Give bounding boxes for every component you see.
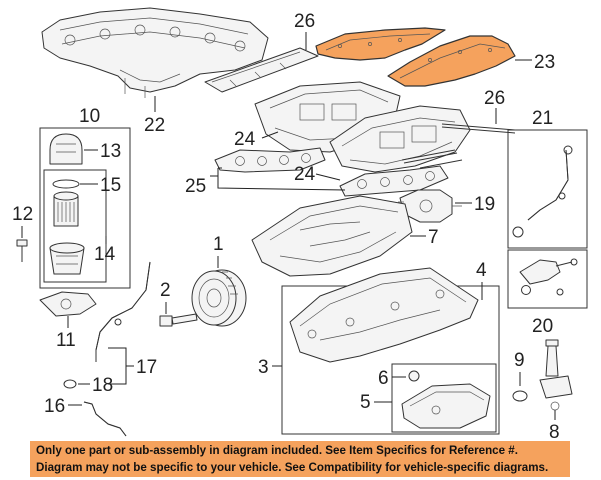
callout-23: 23 [534,52,555,73]
callout-9: 9 [514,350,525,371]
part-9-o-ring [512,390,528,402]
part-22-intake-manifold [41,7,269,98]
callout-15: 15 [100,175,121,196]
part-4-oil-pan-upper [289,267,479,363]
part-21-dipstick-tube [512,145,573,238]
part-26-gasket-strip-upper [204,47,319,93]
part-6-drain-plug [408,370,420,382]
leader-24-lower [315,173,341,181]
part-12-bolt [16,239,28,262]
part-seal-strips [401,149,463,169]
leader-17 [108,347,134,385]
part-23-gasket-left [315,27,446,61]
part-23-valve-cover-gasket [315,27,516,87]
group-box-20 [507,249,588,309]
callout-8: 8 [549,422,560,443]
callout-22: 22 [144,115,165,136]
part-2-bolt [159,313,198,327]
callout-20: 20 [532,316,553,337]
part-18-o-ring [63,379,77,389]
part-5-oil-pan-lower [401,383,491,429]
part-14-filter-housing [49,242,85,275]
callout-12: 12 [12,204,33,225]
group-box-5 [391,363,497,433]
callout-1: 1 [213,234,224,255]
callout-10: 10 [79,106,100,127]
callout-24-lower: 24 [294,164,316,185]
callout-16: 16 [44,396,65,417]
callout-11: 11 [56,330,76,351]
callout-21: 21 [532,108,553,129]
callout-18: 18 [92,375,113,396]
group-box-14 [43,169,107,283]
part-1-balancer [191,269,247,327]
callout-19: 19 [474,194,495,215]
part-20-tube-assembly [519,258,578,296]
leader-25 [210,167,346,191]
callout-24-upper: 24 [234,129,256,150]
part-19-solenoid [398,189,462,223]
callout-17: 17 [136,357,157,378]
part-16-tube [83,401,127,437]
disclaimer-line-1: Only one part or sub-assembly in diagram… [36,444,518,457]
callout-2: 2 [160,280,171,301]
callout-4: 4 [476,260,487,281]
part-17-tube [95,261,151,362]
disclaimer-line-2: Diagram may not be specific to your vehi… [36,460,549,474]
part-valve-cover-right [329,105,471,173]
part-25-intake-gaskets-lower [339,165,449,197]
callout-3: 3 [258,357,269,378]
part-filter-element [53,191,79,227]
part-25-intake-gaskets-upper [214,147,326,173]
callout-26-upper: 26 [294,11,315,32]
callout-13: 13 [100,141,121,162]
part-8-sensor [539,339,573,411]
callout-5: 5 [360,392,371,413]
callout-7: 7 [428,227,439,248]
part-26-seal-strip-right [441,123,516,134]
callout-14: 14 [94,244,116,265]
callout-25: 25 [185,176,206,197]
part-13-filter-cap [49,133,83,165]
part-23-gasket-right [387,35,516,87]
callout-26-right: 26 [484,88,505,109]
group-box-10 [39,127,131,289]
part-15-o-ring [52,179,80,189]
disclaimer-banner: Only one part or sub-assembly in diagram… [30,441,570,477]
group-box-21 [507,129,588,249]
callout-6: 6 [378,368,389,389]
leader-24-upper [261,131,279,139]
part-11-plate [39,291,97,317]
part-7-baffle [251,195,413,277]
